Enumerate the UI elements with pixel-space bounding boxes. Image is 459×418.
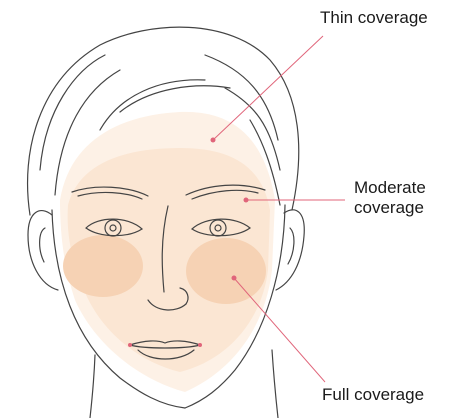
moderate-label-line-2: coverage: [354, 198, 426, 218]
thin-coverage-label: Thin coverage: [320, 8, 428, 28]
moderate-coverage-label: Moderate coverage: [354, 178, 426, 218]
thin-leader-dot: [211, 138, 216, 143]
neck-right: [272, 350, 278, 418]
right-ear-inner: [288, 228, 294, 264]
mouth-corner-right: [198, 343, 202, 347]
mouth-corner-left: [128, 343, 132, 347]
right-ear: [276, 210, 304, 290]
hair-strand-4: [120, 86, 230, 112]
moderate-label-line-1: Moderate: [354, 178, 426, 198]
left-ear: [28, 211, 58, 290]
full-leader-dot: [232, 276, 237, 281]
left-ear-inner: [40, 228, 45, 262]
neck-left: [90, 355, 95, 418]
full-coverage-right-cheek: [186, 238, 266, 304]
full-coverage-left-cheek: [63, 235, 143, 297]
moderate-leader-dot: [244, 198, 249, 203]
full-coverage-label: Full coverage: [322, 385, 424, 405]
